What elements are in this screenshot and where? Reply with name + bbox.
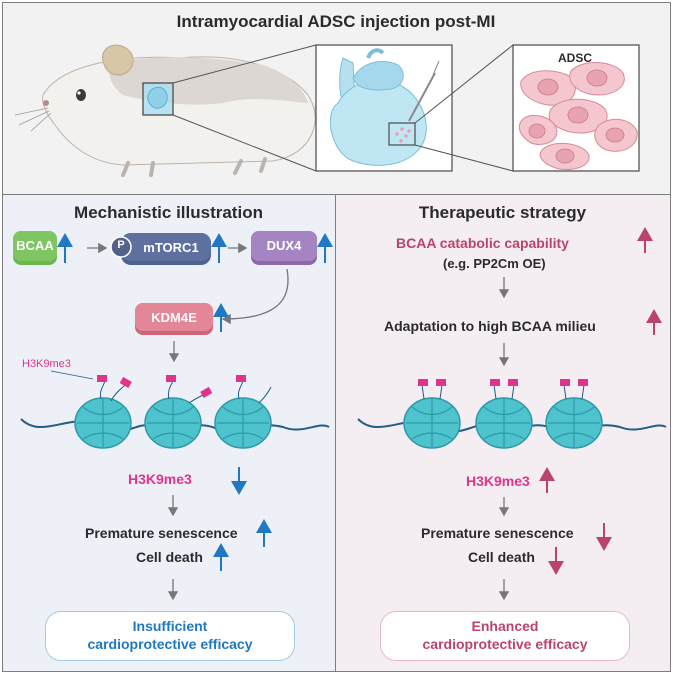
- mtorc1-label: mTORC1: [143, 240, 199, 255]
- right-diagram: [357, 227, 667, 601]
- left-title: Mechanistic illustration: [74, 203, 263, 222]
- left-diagram: [13, 231, 333, 601]
- insufficient-outcome-box: Insufficient cardioprotective efficacy: [45, 611, 295, 661]
- phospho-badge-label: P: [117, 239, 125, 251]
- methyl-flags-right: [418, 379, 588, 386]
- h3k9me3-label: H3K9me3: [128, 471, 192, 487]
- top-illustration: [14, 44, 640, 177]
- h3k9me3-tag: H3K9me3: [22, 358, 71, 370]
- senescence-label: Premature senescence: [85, 525, 238, 541]
- cell-death-label: Cell death: [136, 549, 203, 565]
- cell-death-label-right: Cell death: [468, 549, 535, 565]
- phospho-badge: [110, 236, 132, 258]
- nucleosome-2: [144, 397, 202, 449]
- nucleosome-3: [214, 397, 272, 449]
- bcaa-capability-label: BCAA catabolic capability: [396, 235, 569, 251]
- outcome-line-1-right: Enhanced: [471, 618, 539, 634]
- enhanced-outcome-box: Enhanced cardioprotective efficacy: [380, 611, 630, 661]
- right-title: Therapeutic strategy: [418, 203, 587, 222]
- dux4-label: DUX4: [266, 238, 302, 253]
- adsc-label: ADSC: [558, 51, 593, 65]
- bcaa-label: BCAA: [16, 238, 54, 253]
- methyl-flags: [97, 375, 246, 398]
- nucleosome-1: [74, 397, 132, 449]
- outcome-line-2-right: cardioprotective efficacy: [422, 636, 588, 652]
- nucleosome-r2: [475, 397, 533, 449]
- example-label: (e.g. PP2Cm OE): [443, 256, 546, 271]
- nucleosome-r1: [403, 397, 461, 449]
- right-panel: Therapeutic strategy: [335, 194, 671, 672]
- left-panel: Mechanistic illustration: [2, 194, 336, 672]
- heart-illustration: [315, 44, 453, 172]
- kdm4e-label: KDM4E: [151, 310, 197, 325]
- mouse-illustration: [14, 44, 391, 177]
- adsc-cells-illustration: [512, 44, 640, 172]
- top-title: Intramyocardial ADSC injection post-MI: [176, 12, 496, 31]
- top-panel: Intramyocardial ADSC injection post-MI: [2, 2, 671, 196]
- adaptation-label: Adaptation to high BCAA milieu: [384, 318, 596, 334]
- outcome-line-1: Insufficient: [132, 618, 208, 634]
- nucleosome-r3: [545, 397, 603, 449]
- outcome-line-2: cardioprotective efficacy: [87, 636, 253, 652]
- senescence-label-right: Premature senescence: [421, 525, 574, 541]
- h3k9me3-label-right: H3K9me3: [466, 473, 530, 489]
